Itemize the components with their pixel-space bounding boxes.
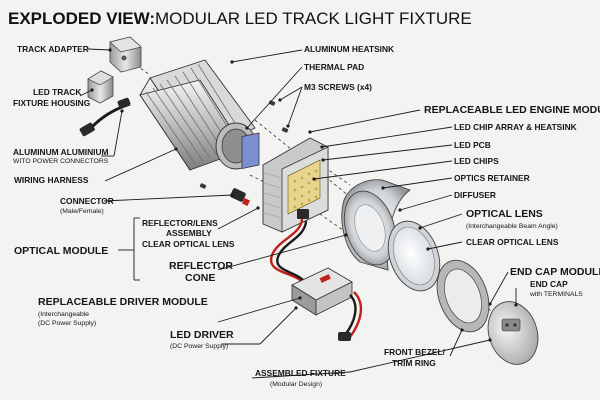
reflector-cone-icon [341, 179, 411, 271]
label-end-cap-2: with TERMINALS [529, 291, 583, 298]
label-led-chips: LED CHIPS [454, 156, 499, 166]
label-reflector-cone-1: REFLECTOR [169, 260, 233, 272]
label-end-cap-1: END CAP [530, 279, 568, 289]
label-clear-optical-lens-right: CLEAR OPTICAL LENS [466, 237, 559, 247]
label-optical-module: OPTICAL MODULE [14, 245, 108, 257]
power-cable [79, 97, 131, 137]
label-optical-lens-2: (Interchangeable Beam Angle) [466, 223, 558, 230]
label-front-bezel-2: TRIM RING [392, 358, 436, 368]
label-connector-2: (Male/Female) [60, 208, 104, 215]
end-cap-icon [487, 301, 539, 365]
label-driver-module-2: (Interchangeable [38, 311, 89, 318]
label-led-pcb: LED PCB [454, 140, 491, 150]
label-clear-optical-lens-left: CLEAR OPTICAL LENS [142, 239, 235, 249]
label-driver-module-1: REPLACEABLE DRIVER MODULE [38, 296, 208, 308]
label-end-cap-module: END CAP MODULE [510, 266, 600, 278]
label-aluminum-heatsink: ALUMINUM HEATSINK [304, 44, 394, 54]
leader-lines [79, 48, 517, 379]
label-led-track-housing-2: FIXTURE HOUSING [13, 98, 90, 108]
driver-icon [291, 267, 363, 341]
label-front-bezel-1: FRONT BEZEL/ [384, 347, 446, 357]
optical-lens-icon [387, 220, 441, 292]
led-engine-icon [262, 137, 329, 233]
label-led-driver-1: LED DRIVER [170, 329, 234, 341]
label-driver-module-3: (DC Power Supply) [38, 320, 96, 327]
label-optical-lens-1: OPTICAL LENS [466, 208, 543, 220]
label-aluminum-housing-2: WITO POWER CONNECTORS [13, 158, 109, 165]
title-rest: MODULAR LED TRACK LIGHT FIXTURE [155, 9, 472, 28]
label-diffuser: DIFFUSER [454, 190, 496, 200]
leader-arrows [90, 48, 518, 342]
label-wiring-harness: WIRING HARNESS [14, 175, 89, 185]
label-led-driver-2: (DC Power Supply) [170, 343, 228, 350]
label-thermal-pad: THERMAL PAD [304, 62, 364, 72]
label-led-track-housing-1: LED TRACK [33, 87, 81, 97]
connector-icon [230, 188, 250, 206]
title-bold: EXPLODED VIEW: [8, 9, 155, 28]
label-reflector-cone-2: CONE [185, 272, 215, 284]
heatsink-icon [139, 59, 257, 171]
label-connector-1: CONNECTOR [60, 196, 114, 206]
label-optics-retainer: OPTICS RETAINER [454, 173, 530, 183]
bezel-ring-icon [436, 259, 490, 333]
label-reflector-lens-assembly-1: REFLECTOR/LENS [142, 218, 218, 228]
label-assembled-fixture-1: ASSEMBLED FIXTURE [255, 368, 346, 378]
label-chip-array: LED CHIP ARRAY & HEATSINK [454, 122, 577, 132]
track-adapter-icon [109, 36, 142, 73]
label-track-adapter: TRACK ADAPTER [17, 44, 89, 54]
label-assembled-fixture-2: (Modular Design) [270, 381, 322, 388]
label-m3-screws: M3 SCREWS (x4) [304, 82, 372, 92]
label-led-engine: REPLACEABLE LED ENGINE MODULE [424, 104, 600, 116]
label-reflector-lens-assembly-2: ASSEMBLY [166, 228, 212, 238]
fixture-housing-icon [87, 70, 114, 104]
label-aluminum-housing-1: ALUMINUM ALUMINIUM [13, 147, 109, 157]
thermal-pad-icon [241, 132, 260, 170]
